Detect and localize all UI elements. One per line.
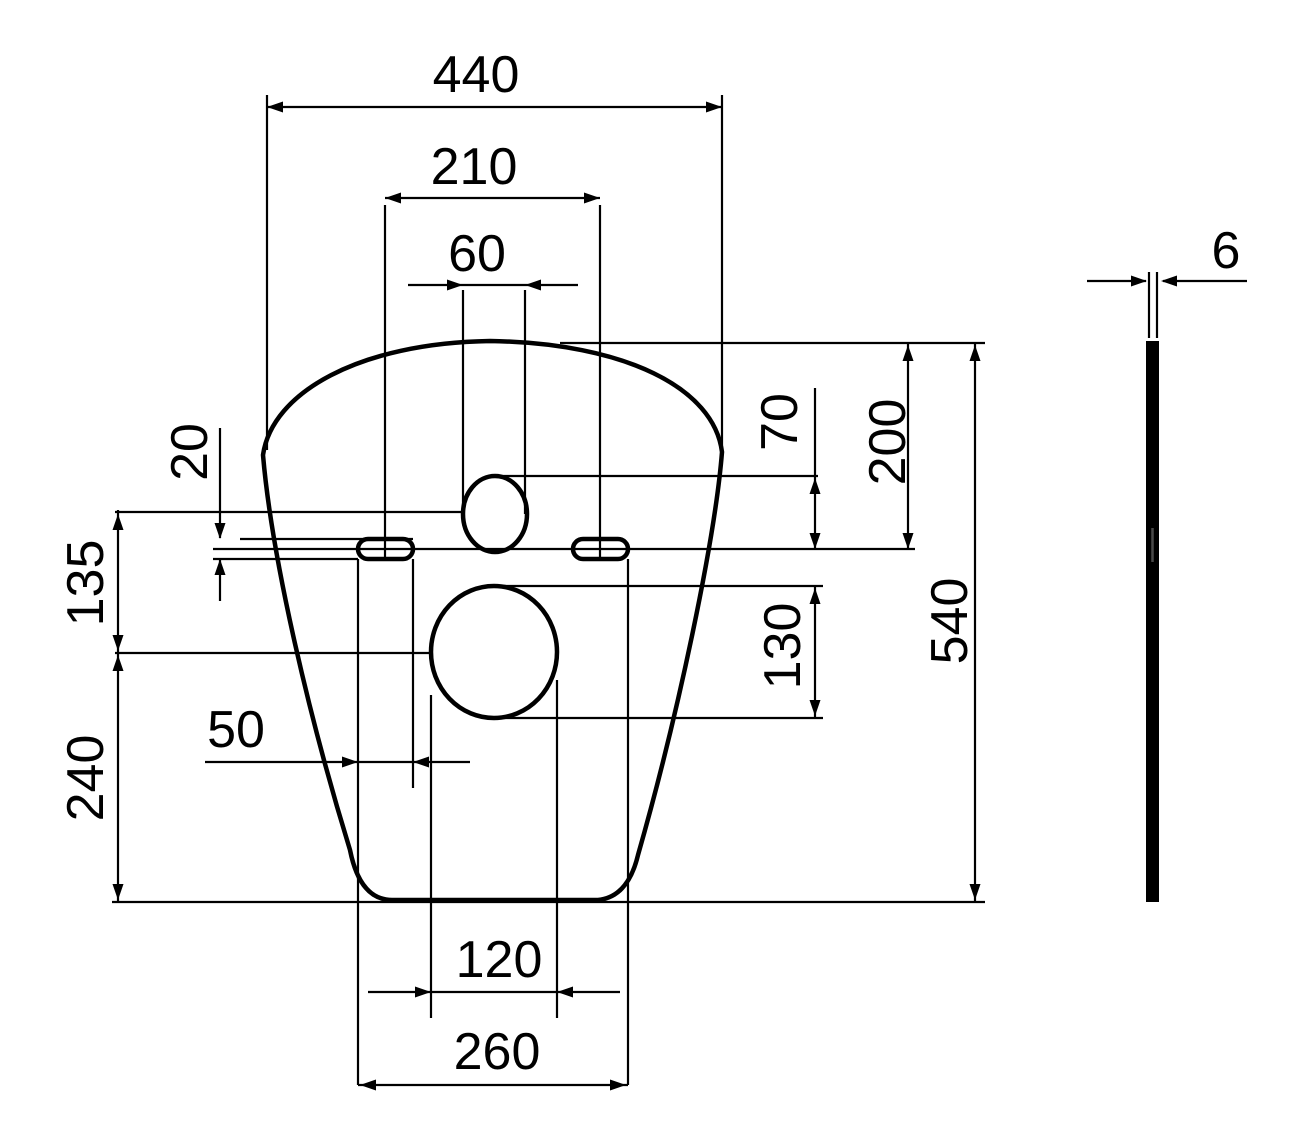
dim-label-small-hole-width: 60 [448,225,506,283]
dim-label-overall-width: 440 [433,46,520,104]
large-oval-hole [428,583,560,721]
side-profile-bar [1146,341,1159,902]
dim-label-slot-length: 50 [207,701,265,759]
dim-label-slot-outer-spacing: 260 [454,1023,541,1081]
front-view [260,338,725,903]
dim-label-large-hole-width: 120 [456,931,543,989]
dim-label-top-to-slot-line: 200 [859,399,917,486]
dim-label-slot-height: 20 [161,423,219,481]
dim-label-thickness: 6 [1212,222,1241,280]
dim-label-slot-center-spacing: 210 [431,138,518,196]
small-oval-hole [460,473,530,555]
reference-lines [112,95,1247,1087]
side-view [1146,341,1159,902]
dimension-labels: 440 210 60 20 135 240 50 70 200 130 540 … [57,46,1240,1081]
dimension-arrows [112,101,1177,1091]
dim-label-small-hole-height: 70 [751,393,809,451]
front-outline [260,338,725,903]
dim-label-center-to-bottom: 240 [57,735,115,822]
dim-label-hole-center-distance: 135 [57,540,115,627]
dim-label-large-hole-height: 130 [754,603,812,690]
dim-label-overall-height: 540 [921,578,979,665]
